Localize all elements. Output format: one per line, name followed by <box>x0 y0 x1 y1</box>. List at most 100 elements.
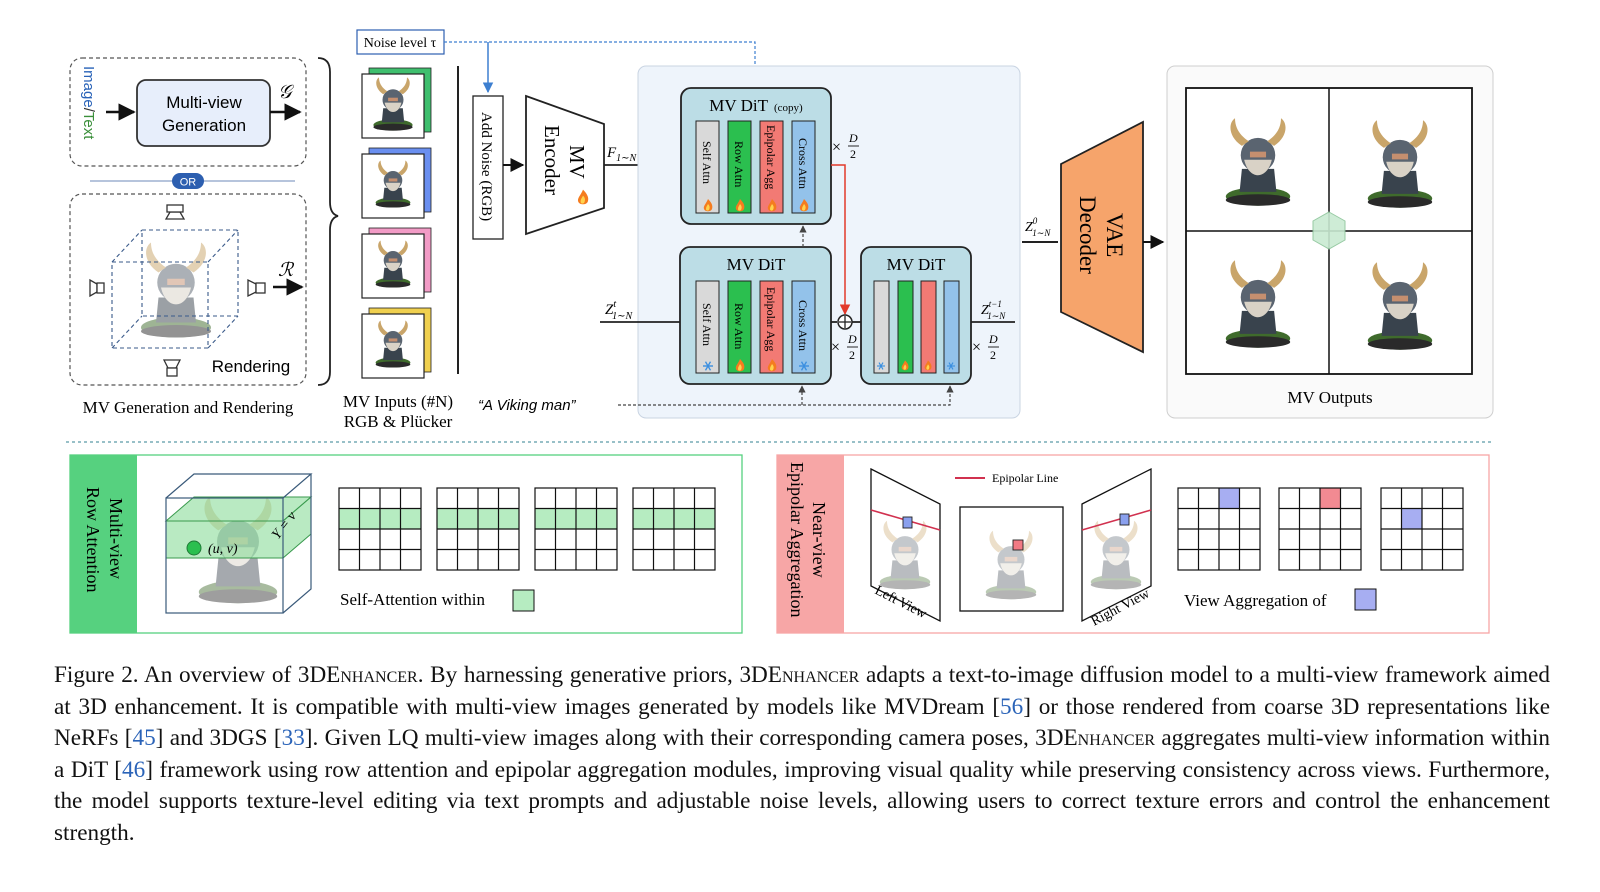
vae-line1: VAE <box>1102 213 1127 257</box>
input-image-1 <box>361 67 432 139</box>
inputs-caption-line2: RGB & Plücker <box>344 412 453 431</box>
caption-text: adapts a text-to-image diffusion model t… <box>54 662 1550 720</box>
row-panel-title-line1: Multi-view <box>106 498 126 579</box>
curly-brace <box>317 57 339 386</box>
viking-render-icon <box>141 242 211 338</box>
camera-right-icon <box>247 278 257 298</box>
caption-text: Figure 2. An overview of 3DE <box>54 662 341 688</box>
epi-panel-title-line1: Near-view <box>809 502 829 578</box>
row-attention-panel: Multi-view Row Attention (u, v) Y = v <box>69 454 743 634</box>
generation-box-line1: Multi-view <box>166 93 242 112</box>
dit-main-epipolar-agg: Epipolar Agg <box>764 287 778 351</box>
row-attention-cube: (u, v) Y = v <box>164 473 313 614</box>
dit-main-row-attn: Row Attn <box>732 303 746 349</box>
mv-inputs: MV Inputs (#N) RGB & Plücker <box>343 67 453 431</box>
multi-view-generation-box <box>136 79 271 147</box>
vae-line2: Decoder <box>1075 196 1100 274</box>
dit-main-d-num: D <box>847 332 857 346</box>
epi-legend-swatch <box>1354 588 1377 611</box>
input-image-2 <box>361 147 432 219</box>
caption-smallcaps: nhancer <box>340 662 418 688</box>
overview-figure: Image/Text Multi-view Generation 𝒢 OR <box>66 29 1494 634</box>
dit-main-d-den: 2 <box>849 348 855 362</box>
camera-left-body <box>96 282 105 294</box>
caption-text: ] and 3DGS [ <box>155 725 282 751</box>
rendering-dashed-box <box>69 193 307 386</box>
encoder-line2: Encoder <box>540 125 564 195</box>
row-legend-swatch <box>512 589 535 612</box>
epi-grid-1 <box>1177 487 1261 571</box>
input-image-3 <box>361 227 432 299</box>
citation-link[interactable]: 45 <box>132 725 156 751</box>
generation-panel: Image/Text Multi-view Generation 𝒢 OR <box>69 57 339 417</box>
epi-grid-2 <box>1278 487 1362 571</box>
copy-to-sum-red-arrow <box>831 164 851 316</box>
camera-left-icon <box>89 278 98 298</box>
dit-second-d-num: D <box>988 332 998 346</box>
camera-bottom-icon <box>162 359 182 369</box>
row-grid-2 <box>436 487 520 571</box>
caption-text: ] framework using row attention and epip… <box>54 756 1551 846</box>
f-label: F1∼N <box>606 145 638 164</box>
center-view <box>959 506 1064 612</box>
epi-grid-3 <box>1380 487 1464 571</box>
caption-smallcaps: nhancer <box>781 662 860 688</box>
dit-main-block: MV DiT Self Attn Row Attn Epipolar Agg C… <box>679 246 832 385</box>
dit-second-d-den: 2 <box>990 348 996 362</box>
caption-smallcaps: nhancer <box>1077 725 1156 751</box>
dit-main-times: × <box>831 339 840 356</box>
or-badge <box>172 173 204 189</box>
dit-copy-d-num: D <box>848 131 858 145</box>
epipolar-line-label: Epipolar Line <box>992 471 1058 485</box>
dit-copy-cross-attn: Cross Attn <box>796 138 810 189</box>
rendering-label: Rendering <box>212 357 290 376</box>
camera-bottom-body <box>166 367 178 377</box>
cube-icon <box>1312 211 1346 250</box>
caption-text: ]. Given LQ multi-view images along with… <box>304 725 1078 751</box>
r-symbol: ℛ <box>278 260 295 281</box>
uv-label: (u, v) <box>208 542 238 557</box>
row-grid-4 <box>632 487 716 571</box>
camera-icons <box>89 204 266 377</box>
g-symbol: 𝒢 <box>278 82 295 103</box>
prompt-to-dit2-arrow <box>618 385 954 406</box>
dit-copy-d-den: 2 <box>850 147 856 161</box>
citation-link[interactable]: 56 <box>1000 693 1024 720</box>
epi-legend-text: View Aggregation of <box>1184 591 1327 610</box>
dit-main-self-attn: Self Attn <box>700 303 714 346</box>
dit-main-title: MV DiT <box>727 255 786 274</box>
camera-top-icon <box>164 211 186 220</box>
camera-top-body <box>166 204 184 213</box>
dit-main-cross-attn: Cross Attn <box>796 300 810 351</box>
dit-copy-block: MV DiT(copy) Self Attn Row Attn Epipolar… <box>680 87 832 225</box>
caption-text: . By harnessing generative priors, 3DE <box>417 662 782 688</box>
input-label: Image/Text <box>80 66 97 140</box>
outputs-caption: MV Outputs <box>1287 388 1372 407</box>
citation-link[interactable]: 33 <box>281 725 305 751</box>
row-grid-3 <box>534 487 618 571</box>
dit-copy-times: × <box>832 139 841 156</box>
mv-outputs-panel: MV Outputs <box>1166 65 1494 419</box>
or-badge-text: OR <box>180 177 197 189</box>
encoder-line1: MV <box>565 145 589 179</box>
vae-decoder-trapezoid <box>1060 120 1144 354</box>
figure-caption: Figure 2. An overview of 3DEnhancer. By … <box>54 660 1550 849</box>
dit-second-title: MV DiT <box>887 255 946 274</box>
caption-text: aggregates multi-view information within… <box>54 725 1550 783</box>
dit-copy-row-attn: Row Attn <box>732 141 746 187</box>
citation-link[interactable]: 46 <box>122 756 146 783</box>
mv-encoder-trapezoid <box>525 94 605 236</box>
dit-copy-epipolar-agg: Epipolar Agg <box>764 125 778 189</box>
row-grid-1 <box>338 487 422 571</box>
dit-second-block: MV DiT <box>860 246 972 385</box>
caption-paragraph: Figure 2. An overview of 3DEnhancer. By … <box>54 660 1550 849</box>
dit-copy-self-attn: Self Attn <box>700 141 714 184</box>
row-legend-text: Self-Attention within <box>340 590 485 609</box>
rendered-cube <box>111 229 239 349</box>
inputs-caption-line1: MV Inputs (#N) <box>343 392 453 411</box>
camera-right-body <box>255 282 266 294</box>
noise-level-label: Noise level τ <box>364 36 437 51</box>
generation-box-line2: Generation <box>162 116 246 135</box>
